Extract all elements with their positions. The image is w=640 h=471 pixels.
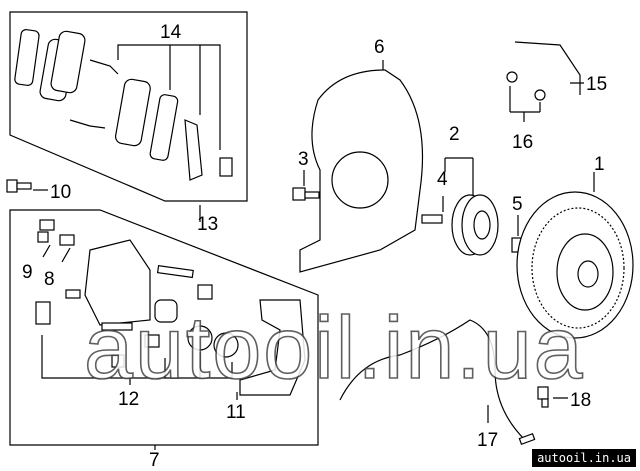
abs-sensor-wire [339, 319, 526, 441]
callout-7: 7 [149, 450, 160, 471]
pad-kit-box [9, 11, 248, 202]
callout-18: 18 [570, 390, 591, 411]
brake-pads [14, 29, 233, 181]
callout-10: 10 [50, 182, 71, 203]
callout-17: 17 [477, 430, 498, 451]
callout-9: 9 [22, 262, 33, 283]
callout-3: 3 [298, 149, 309, 170]
callout-6: 6 [374, 37, 385, 58]
callout-12: 12 [118, 389, 139, 410]
bolt-10 [6, 179, 32, 193]
callout-13: 13 [197, 214, 218, 235]
brake-rotor [516, 191, 634, 339]
wheel-hub [451, 194, 499, 256]
watermark: autooil.in.ua [84, 298, 585, 397]
bolt-18 [537, 386, 549, 408]
splash-shield [299, 69, 424, 273]
caliper [35, 219, 239, 368]
hub-stud [421, 214, 443, 224]
bolt-3 [292, 187, 320, 201]
callout-1: 1 [594, 154, 605, 175]
callout-14: 14 [160, 22, 182, 43]
site-badge: autooil.in.ua [532, 449, 636, 467]
brake-hose [514, 41, 581, 95]
callout-4: 4 [437, 169, 448, 190]
callout-11: 11 [226, 402, 246, 423]
caliper-kit-box [9, 209, 319, 446]
caliper-bracket [239, 299, 306, 396]
callout-2: 2 [449, 124, 460, 145]
callout-15: 15 [586, 74, 607, 95]
callout-5: 5 [512, 194, 523, 215]
callout-8: 8 [44, 269, 55, 290]
callout-16: 16 [512, 132, 533, 153]
